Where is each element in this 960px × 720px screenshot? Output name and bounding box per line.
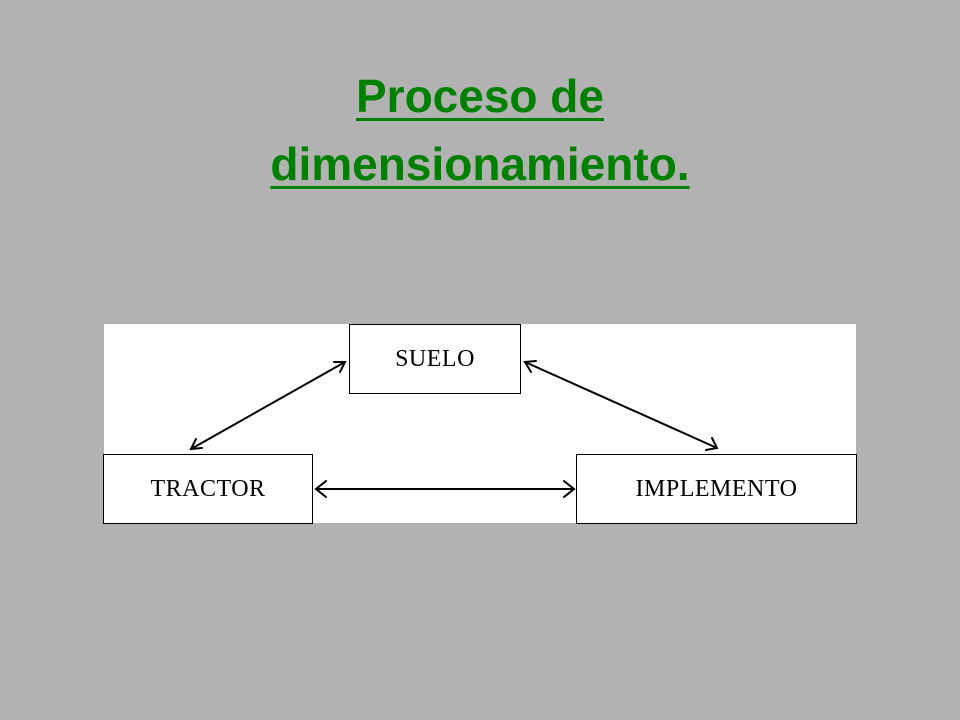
- arrow-suelo-implemento: [523, 360, 719, 451]
- slide-title-line-1: Proceso de: [356, 70, 604, 122]
- node-implemento-label: IMPLEMENTO: [635, 475, 798, 502]
- node-implemento: IMPLEMENTO: [576, 454, 857, 524]
- arrow-tractor-implemento: [314, 480, 576, 498]
- node-suelo: SUELO: [349, 324, 521, 394]
- node-tractor-label: TRACTOR: [150, 475, 266, 502]
- slide-title: Proceso de dimensionamiento.: [0, 62, 960, 198]
- node-suelo-label: SUELO: [395, 345, 475, 372]
- diagram-panel: SUELO TRACTOR IMPLEMENTO: [103, 324, 857, 524]
- arrow-suelo-tractor: [189, 361, 347, 451]
- diagram-arrows: [189, 360, 719, 498]
- slide-title-line-2: dimensionamiento.: [270, 138, 690, 190]
- node-tractor: TRACTOR: [103, 454, 313, 524]
